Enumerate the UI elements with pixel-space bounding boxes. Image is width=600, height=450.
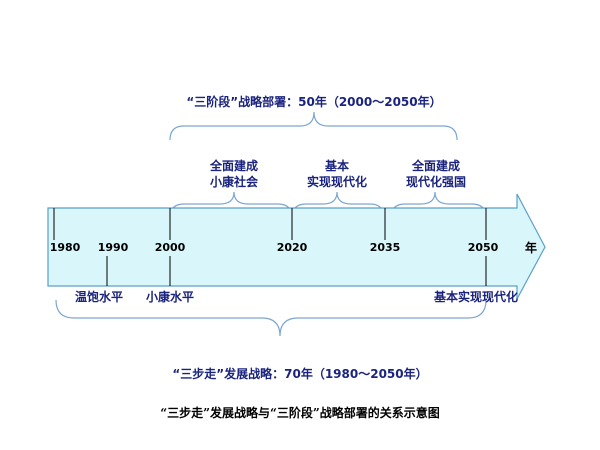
milestone-2000: 小康水平 bbox=[145, 290, 195, 304]
milestone-2050: 基本实现现代化 bbox=[433, 290, 519, 304]
stage-brace-2 bbox=[291, 191, 385, 219]
stage-1-line2: 小康社会 bbox=[209, 175, 259, 189]
stage-2-label: 基本 实现现代化 bbox=[307, 158, 367, 190]
top-brace-label: “三阶段”战略部署：50年（2000～2050年） bbox=[186, 95, 442, 109]
year-1980: 1980 bbox=[49, 241, 81, 254]
milestone-1990: 温饱水平 bbox=[74, 290, 124, 304]
stage-2-line2: 实现现代化 bbox=[306, 175, 368, 189]
year-2020: 2020 bbox=[276, 241, 308, 254]
year-2035: 2035 bbox=[369, 241, 401, 254]
year-2000: 2000 bbox=[154, 241, 186, 254]
top-brace bbox=[169, 111, 458, 141]
bottom-brace-label: “三步走”发展战略：70年（1980～2050年） bbox=[172, 367, 428, 381]
year-1990: 1990 bbox=[97, 241, 129, 254]
timeline-arrow bbox=[47, 193, 546, 300]
stage-brace-3 bbox=[390, 191, 487, 219]
figure-caption: “三步走”发展战略与“三阶段”战略部署的关系示意图 bbox=[160, 406, 440, 420]
bottom-brace bbox=[55, 299, 487, 337]
stage-1-label: 全面建成 小康社会 bbox=[210, 158, 258, 190]
year-2050: 2050 bbox=[467, 241, 499, 254]
stage-brace-1 bbox=[169, 191, 293, 219]
stage-1-line1: 全面建成 bbox=[209, 159, 259, 173]
stage-3-line1: 全面建成 bbox=[411, 159, 461, 173]
stage-3-line2: 现代化强国 bbox=[405, 175, 467, 189]
axis-unit: 年 bbox=[525, 241, 538, 255]
stage-3-label: 全面建成 现代化强国 bbox=[406, 158, 466, 190]
stage-2-line1: 基本 bbox=[324, 159, 350, 173]
